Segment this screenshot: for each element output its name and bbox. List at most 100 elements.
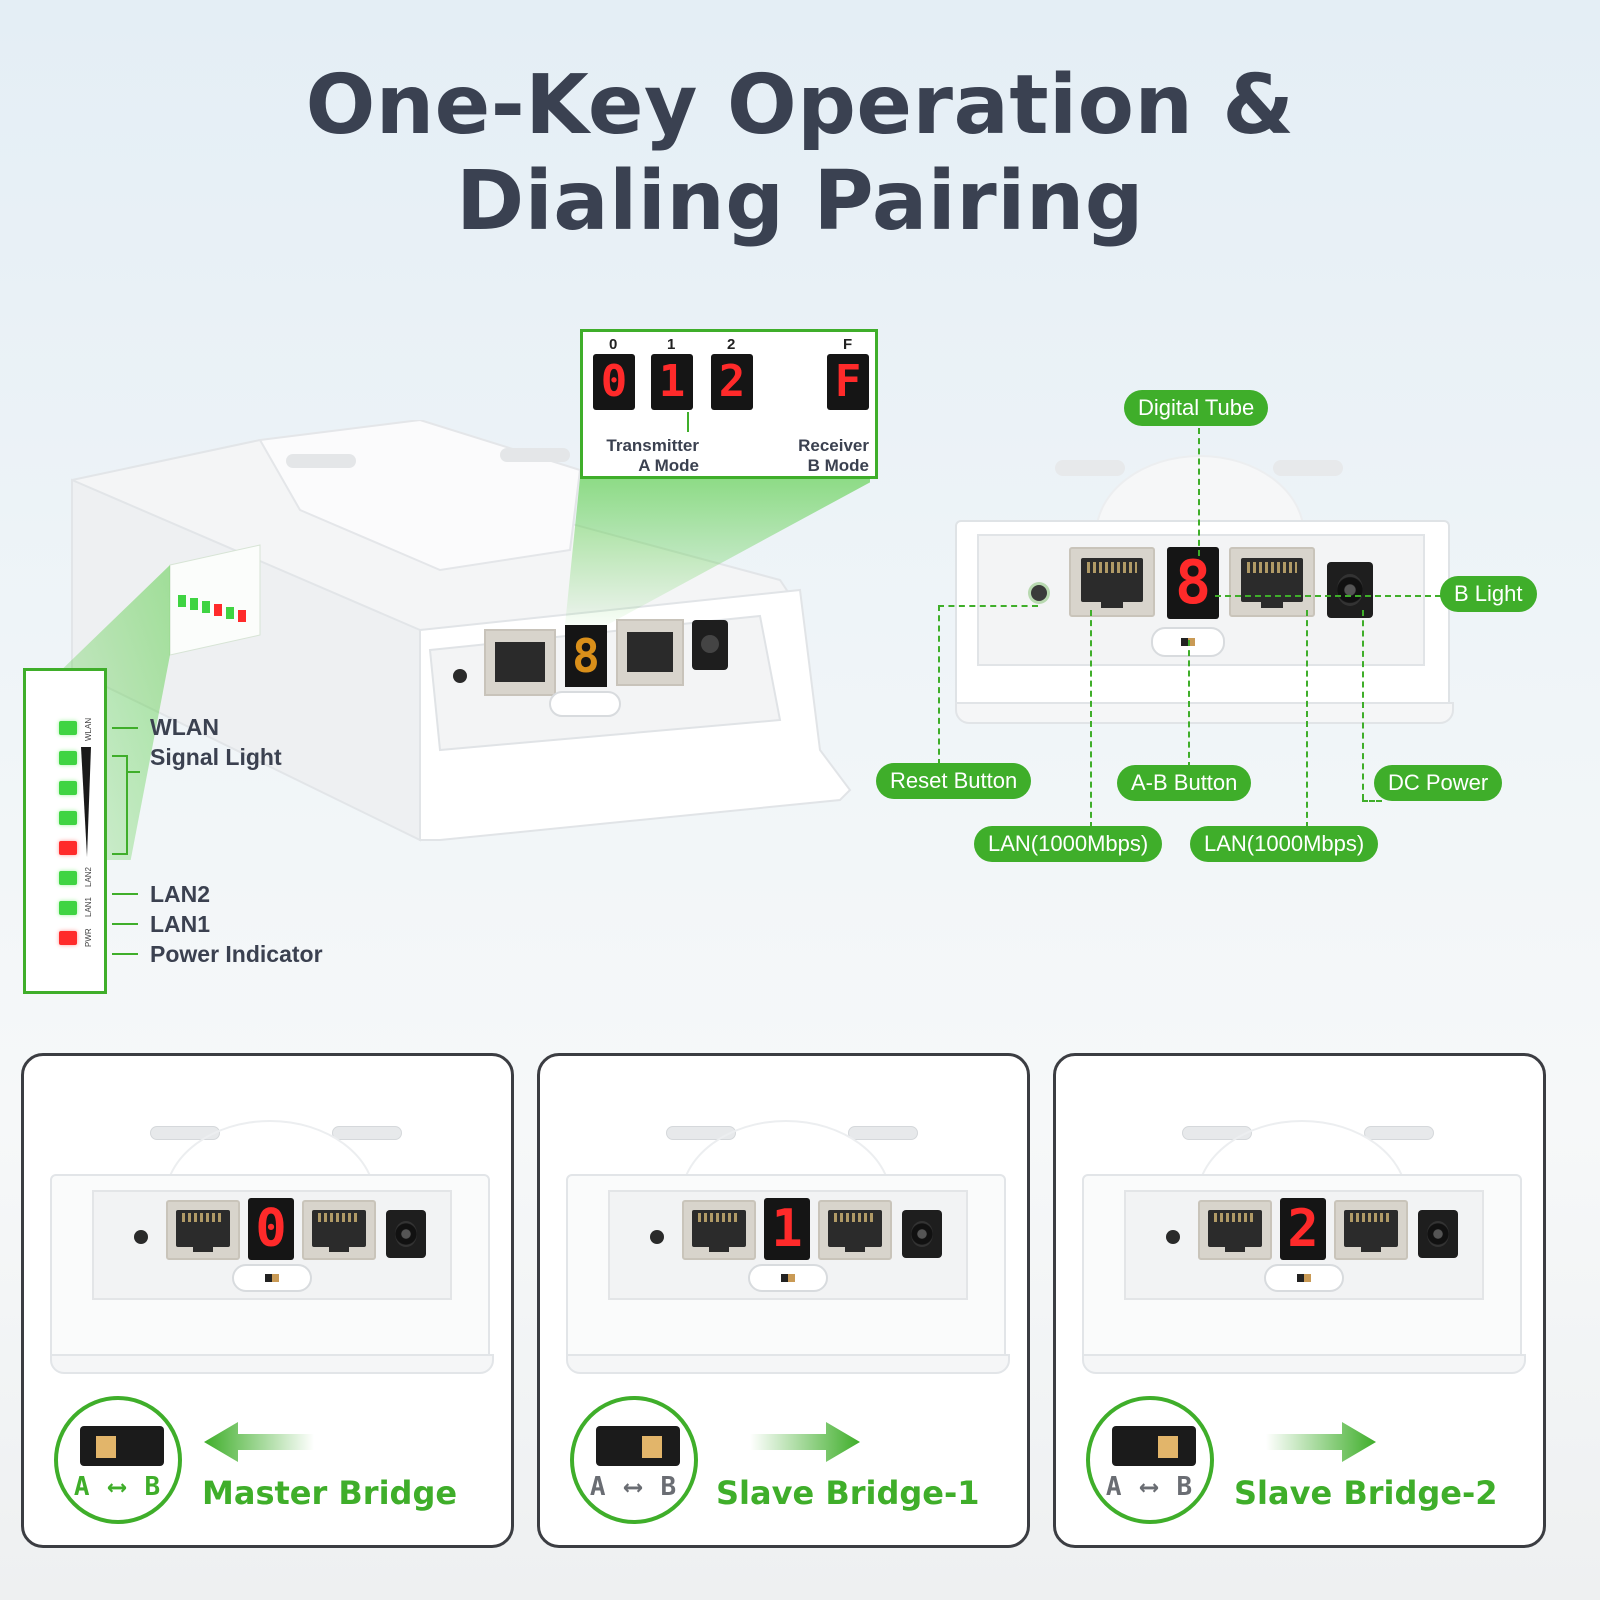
led-indicator-panel: WLAN LAN2 LAN1 PWR <box>23 668 107 994</box>
tick-wlan <box>112 727 138 729</box>
ab-button[interactable] <box>1264 1264 1344 1292</box>
tick-signal-mid <box>126 771 140 773</box>
callout-reset-button: Reset Button <box>876 763 1032 799</box>
led-power <box>59 931 77 945</box>
line-dc-v <box>1362 610 1364 800</box>
mount-ear-right <box>1364 1126 1434 1140</box>
switch-ab-label: A ⟷ B <box>73 1472 163 1502</box>
switch-ab-label: A ⟷ B <box>1105 1472 1195 1502</box>
page-title: One-Key Operation & Dialing Pairing <box>0 58 1600 250</box>
line-reset-v <box>938 605 940 765</box>
callout-b-light: B Light <box>1440 576 1537 612</box>
dc-power-jack[interactable] <box>1418 1210 1458 1258</box>
digital-tube-display: 2 <box>1280 1198 1326 1260</box>
device-front: 1 <box>566 1174 1010 1374</box>
mount-ear-right <box>332 1126 402 1140</box>
reset-button[interactable] <box>650 1230 664 1244</box>
line-digital-tube <box>1198 428 1200 556</box>
side-label-lan1: LAN1 <box>84 896 93 917</box>
digital-tube-display: 0 <box>248 1198 294 1260</box>
label-signal-light: Signal Light <box>150 744 282 770</box>
led-signal-2 <box>59 781 77 795</box>
lan-port-right[interactable] <box>1229 547 1315 617</box>
lan-port-right[interactable] <box>302 1200 376 1260</box>
switch-badge: A ⟷ B <box>570 1396 698 1524</box>
led-signal-1 <box>59 751 77 765</box>
device-front: 2 <box>1082 1174 1526 1374</box>
side-label-wlan: WLAN <box>84 717 93 741</box>
callout-digital-tube: Digital Tube <box>1124 390 1269 426</box>
line-lan-left <box>1090 610 1092 828</box>
lan-port-left[interactable] <box>166 1200 240 1260</box>
transmitter-mode-label: A Mode <box>638 456 699 475</box>
tick-signal-top <box>112 755 128 757</box>
card-title: Slave Bridge-2 <box>1234 1474 1498 1512</box>
transmitter-label: Transmitter <box>606 436 699 455</box>
line-lan-right <box>1306 610 1308 828</box>
side-label-lan2: LAN2 <box>84 866 93 887</box>
dc-power-jack[interactable] <box>386 1210 426 1258</box>
segment-display-1: 1 <box>651 354 693 410</box>
switch-knob <box>96 1436 116 1458</box>
reset-button[interactable] <box>1031 585 1047 601</box>
mode-number-0: 0 <box>609 336 618 353</box>
receiver-mode-label: B Mode <box>807 456 869 475</box>
device-front-view: 8 <box>955 455 1455 745</box>
lan-port-left[interactable] <box>682 1200 756 1260</box>
led-signal-3 <box>59 811 77 825</box>
svg-text:8: 8 <box>572 629 600 683</box>
device-front-body: 8 <box>955 520 1454 724</box>
callout-lan-right: LAN(1000Mbps) <box>1190 826 1379 862</box>
mode-indicator-box: 0 1 2 F 0 1 2 F Transmitter A Mode Recei… <box>580 329 878 479</box>
dc-power-jack[interactable] <box>902 1210 942 1258</box>
mode-number-1: 1 <box>667 336 676 353</box>
segment-display-f: F <box>827 354 869 410</box>
transmitter-caption: Transmitter A Mode <box>591 436 699 476</box>
reset-button[interactable] <box>1166 1230 1180 1244</box>
switch-icon <box>80 1426 164 1466</box>
switch-badge: A ⟷ B <box>1086 1396 1214 1524</box>
line-ab-button <box>1188 640 1190 768</box>
digital-tube-display: 8 <box>1167 547 1219 619</box>
switch-icon <box>1112 1426 1196 1466</box>
switch-knob <box>642 1436 662 1458</box>
card-slave-bridge-1: 1 A ⟷ B Slave Bridge-1 <box>537 1053 1030 1548</box>
arrow-left-icon <box>204 1422 314 1462</box>
led-lan1 <box>59 901 77 915</box>
label-lan2: LAN2 <box>150 881 211 907</box>
title-line-2: Dialing Pairing <box>456 154 1144 249</box>
side-label-pwr: PWR <box>84 928 93 947</box>
mode-number-f: F <box>843 336 853 353</box>
line-dc-h <box>1362 800 1382 802</box>
receiver-label: Receiver <box>798 436 869 455</box>
arrow-right-icon <box>1266 1422 1376 1462</box>
lan-port-left[interactable] <box>1069 547 1155 617</box>
signal-wedge-icon <box>81 747 91 857</box>
ab-button[interactable] <box>232 1264 312 1292</box>
dc-power-jack[interactable] <box>1327 562 1373 618</box>
mount-ear-right <box>848 1126 918 1140</box>
led-wlan <box>59 721 77 735</box>
line-reset-h <box>938 605 1038 607</box>
mount-ear-right <box>1273 460 1343 476</box>
mount-ear-left <box>1055 460 1125 476</box>
label-lan1: LAN1 <box>150 911 211 937</box>
mode-pointer <box>687 412 689 432</box>
lan-port-right[interactable] <box>1334 1200 1408 1260</box>
ab-button[interactable] <box>748 1264 828 1292</box>
mode-number-2: 2 <box>727 336 736 353</box>
tick-lan1 <box>112 923 138 925</box>
reset-button[interactable] <box>134 1230 148 1244</box>
callout-dc-power: DC Power <box>1374 765 1503 801</box>
switch-badge: A ⟷ B <box>54 1396 182 1524</box>
led-signal-4 <box>59 841 77 855</box>
line-b-light <box>1215 595 1441 597</box>
lan-port-left[interactable] <box>1198 1200 1272 1260</box>
device-base <box>955 702 1454 724</box>
lan-port-right[interactable] <box>818 1200 892 1260</box>
segment-display-0: 0 <box>593 354 635 410</box>
device-base <box>566 1354 1010 1374</box>
switch-ab-label: A ⟷ B <box>589 1472 679 1502</box>
card-title: Slave Bridge-1 <box>716 1474 980 1512</box>
signal-bracket <box>126 755 128 855</box>
